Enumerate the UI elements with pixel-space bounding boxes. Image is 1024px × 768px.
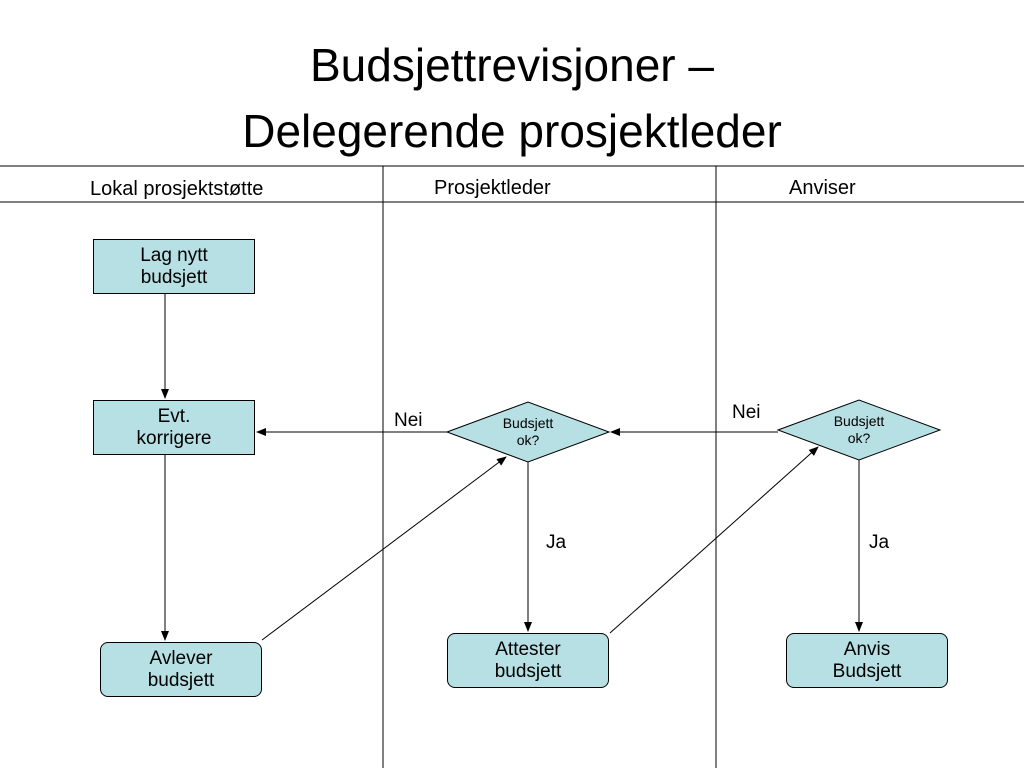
pl-decision-label: Budsjett ok? xyxy=(502,415,554,448)
lane-label-lokal-prosjektstotte: Lokal prosjektstøtte xyxy=(90,178,264,200)
node-avlever-budsjett: Avlever budsjett xyxy=(100,642,262,697)
node-anvis-budsjett: Anvis Budsjett xyxy=(786,633,948,688)
pl-decision-diamond xyxy=(445,401,611,463)
anviser-decision-diamond xyxy=(776,399,942,461)
node-lag-nytt-budsjett: Lag nytt budsjett xyxy=(93,239,255,294)
page-title-line-2: Delegerende prosjektleder xyxy=(242,105,782,157)
arrow-attester-to-anviser-decision xyxy=(609,446,819,634)
edge-label-anviser-nei: Nei xyxy=(732,402,761,423)
lane-label-prosjektleder: Prosjektleder xyxy=(434,177,551,199)
edge-label-pl-ja: Ja xyxy=(546,532,567,553)
lane-label-anviser: Anviser xyxy=(789,177,856,199)
node-attester-budsjett: Attester budsjett xyxy=(447,633,609,688)
node-evt-korrigere: Evt. korrigere xyxy=(93,400,255,455)
arrow-avlever-to-pl-decision xyxy=(261,456,507,641)
edge-label-pl-nei: Nei xyxy=(394,410,423,431)
anviser-decision-label: Budsjett ok? xyxy=(833,413,885,446)
edge-label-anviser-ja: Ja xyxy=(869,532,890,553)
page-title-line-1: Budsjettrevisjoner – xyxy=(310,39,714,91)
